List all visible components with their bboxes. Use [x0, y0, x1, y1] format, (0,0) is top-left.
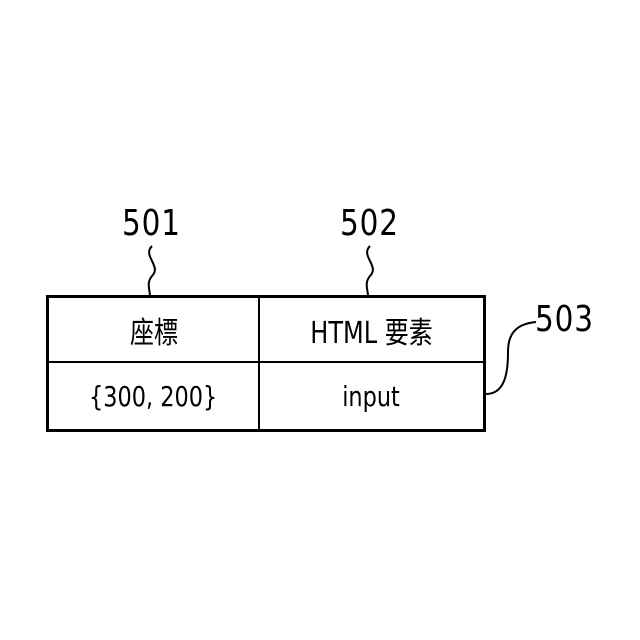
leader-line-503 — [486, 322, 536, 394]
table-cell-html-element: input — [260, 363, 483, 429]
table-cell-coordinates: {300, 200} — [49, 363, 260, 429]
leader-line-502 — [367, 246, 373, 296]
leader-line-501 — [149, 246, 155, 296]
mapping-table: 座標 HTML 要素 {300, 200} input — [46, 295, 486, 432]
table-header-html-element: HTML 要素 — [260, 298, 483, 363]
table-header-coordinates: 座標 — [49, 298, 260, 363]
